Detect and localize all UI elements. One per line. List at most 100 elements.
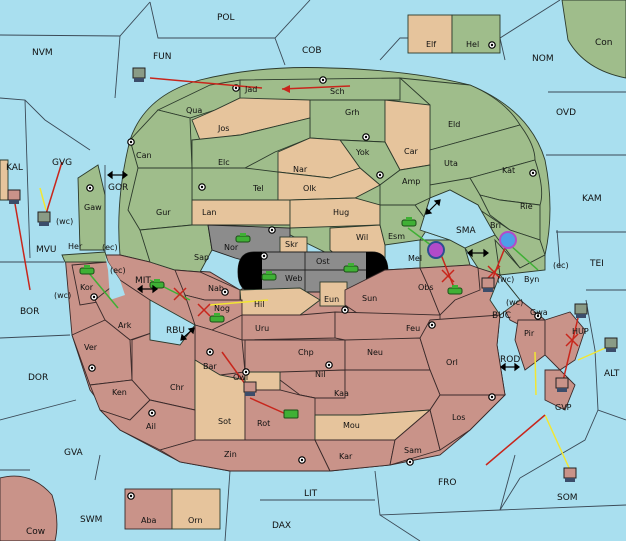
label-nor: Nor bbox=[224, 243, 239, 252]
label-hil: Hil bbox=[254, 300, 264, 309]
label-buc: BUC bbox=[492, 311, 511, 321]
label-sch: Sch bbox=[330, 87, 345, 96]
region-byn[interactable] bbox=[494, 238, 546, 276]
fleet-icon bbox=[563, 467, 577, 482]
supply-center-icon bbox=[488, 393, 496, 401]
region-sap[interactable] bbox=[139, 224, 213, 273]
label-can: Can bbox=[136, 151, 152, 160]
strait-arrows bbox=[107, 170, 520, 372]
label-ost: Ost bbox=[316, 257, 330, 266]
label-wil: Wil bbox=[356, 233, 368, 242]
region-neu[interactable] bbox=[344, 337, 431, 371]
sea-mit-channel bbox=[105, 255, 125, 300]
move-arrow bbox=[281, 85, 351, 90]
region-hup[interactable] bbox=[544, 311, 586, 371]
supply-center-icon bbox=[362, 133, 370, 141]
region-ver[interactable] bbox=[71, 319, 133, 386]
label-ovd: OVD bbox=[556, 108, 576, 118]
label-gaw: Gaw bbox=[84, 203, 102, 212]
arrowhead-icon bbox=[282, 85, 290, 93]
label-gva: GVA bbox=[64, 448, 84, 458]
bounce-x-icon bbox=[173, 287, 187, 301]
label-car: Car bbox=[404, 147, 418, 156]
region-orn[interactable] bbox=[171, 488, 221, 530]
label-nil: Nil bbox=[315, 370, 325, 379]
label-sap: Sap bbox=[194, 253, 209, 262]
region-gaw[interactable] bbox=[77, 164, 106, 251]
label-kam: KAM bbox=[582, 194, 602, 204]
fleets bbox=[7, 67, 618, 482]
region-ail[interactable] bbox=[99, 399, 196, 451]
label-con: Con bbox=[595, 38, 613, 48]
label-jos: Jos bbox=[217, 124, 229, 133]
disputed-icon bbox=[499, 231, 517, 249]
fleet-icon bbox=[37, 211, 51, 226]
region-eun[interactable] bbox=[319, 281, 348, 307]
double-arrow-icon bbox=[180, 327, 195, 341]
label-tei: TEI bbox=[589, 259, 604, 269]
bounce-x-icon bbox=[565, 333, 579, 347]
label-kal: KAL bbox=[6, 163, 23, 173]
label-gvp: GVP bbox=[555, 403, 572, 412]
supply-center-icon bbox=[221, 288, 229, 296]
label-jad: Jad bbox=[244, 85, 257, 94]
label-sot: Sot bbox=[218, 417, 231, 426]
move-arrow bbox=[249, 397, 287, 415]
hub-west-cap bbox=[238, 252, 262, 292]
label-sun: Sun bbox=[362, 294, 377, 303]
support-arrow bbox=[87, 271, 119, 309]
region-gur[interactable] bbox=[127, 167, 193, 231]
supply-center-icon bbox=[90, 293, 98, 301]
region-grh[interactable] bbox=[309, 99, 386, 143]
label-mel: Mel bbox=[408, 254, 422, 263]
label-uta: Uta bbox=[444, 159, 458, 168]
label-rot: Rot bbox=[257, 419, 270, 428]
support-arrow bbox=[509, 244, 539, 271]
label-bri: Bri bbox=[490, 221, 501, 230]
label-ver: Ver bbox=[84, 343, 98, 352]
label-olk: Olk bbox=[303, 184, 317, 193]
supply-center-icon bbox=[376, 171, 384, 179]
supply-center-icon bbox=[319, 76, 327, 84]
army-icon bbox=[401, 217, 417, 227]
supply-center-icon bbox=[529, 169, 537, 177]
disputed-markers bbox=[427, 231, 517, 259]
label-pir: Pir bbox=[524, 329, 535, 338]
center-territories bbox=[207, 224, 389, 307]
label-alt: ALT bbox=[604, 369, 620, 379]
supply-center-icon bbox=[206, 348, 214, 356]
supply-center-icon bbox=[488, 41, 496, 49]
fleet-icon bbox=[481, 277, 495, 292]
label-gvg: GVG bbox=[52, 158, 72, 168]
label-byn: Byn bbox=[524, 275, 539, 284]
label-eld: Eld bbox=[448, 120, 460, 129]
region-can[interactable] bbox=[129, 109, 193, 169]
label-kat: Kat bbox=[502, 166, 515, 175]
label-her: Her bbox=[68, 242, 83, 251]
region-sam[interactable] bbox=[389, 409, 441, 466]
region-elf[interactable] bbox=[407, 14, 453, 54]
move-arrow bbox=[45, 161, 63, 215]
supply-center-icon bbox=[86, 184, 94, 192]
label-elf: Elf bbox=[426, 40, 436, 49]
label-hug: Hug bbox=[333, 208, 349, 217]
region-tel[interactable] bbox=[191, 167, 279, 201]
region-cow[interactable] bbox=[0, 475, 58, 541]
region-rot[interactable] bbox=[244, 389, 316, 441]
fleet-icon bbox=[7, 189, 21, 204]
label-mvu: MVU bbox=[36, 245, 57, 255]
label-grh: Grh bbox=[345, 108, 359, 117]
label-uru: Uru bbox=[255, 324, 269, 333]
label-web: Web bbox=[285, 274, 302, 283]
move-arrow bbox=[561, 317, 579, 386]
supply-center-icon bbox=[268, 226, 276, 234]
label-hel: Hel bbox=[466, 40, 479, 49]
support-arrow bbox=[544, 414, 571, 471]
label-nog: Nog bbox=[214, 304, 230, 313]
label-yok: Yok bbox=[355, 148, 370, 157]
label-chr: Chr bbox=[170, 383, 185, 392]
label-ken: Ken bbox=[112, 388, 127, 397]
label-cob: COB bbox=[302, 46, 322, 56]
supply-center-icon bbox=[406, 458, 414, 466]
label-esm: Esm bbox=[388, 232, 405, 241]
